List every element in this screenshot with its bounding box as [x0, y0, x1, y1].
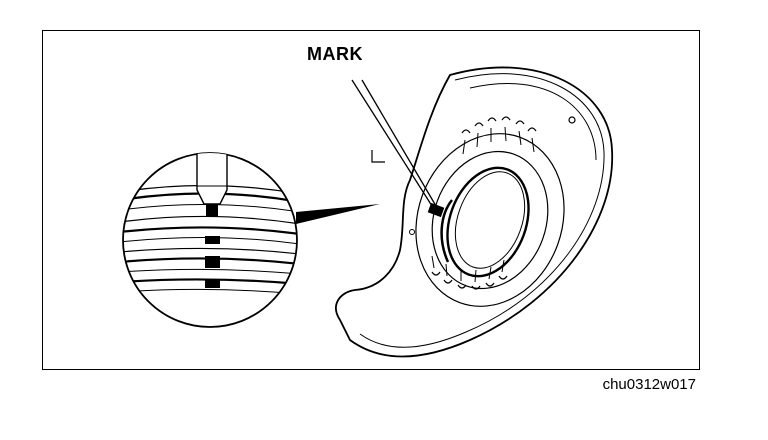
mark-callout-label: MARK [307, 44, 363, 64]
zoom-detail [122, 152, 298, 328]
plate-mark [427, 202, 445, 218]
figure-id: chu0312w017 [602, 376, 696, 393]
callout-leader [351, 79, 437, 207]
figure-frame [42, 30, 700, 370]
clutch-plate [335, 66, 613, 358]
zoom-pointer [296, 204, 380, 224]
